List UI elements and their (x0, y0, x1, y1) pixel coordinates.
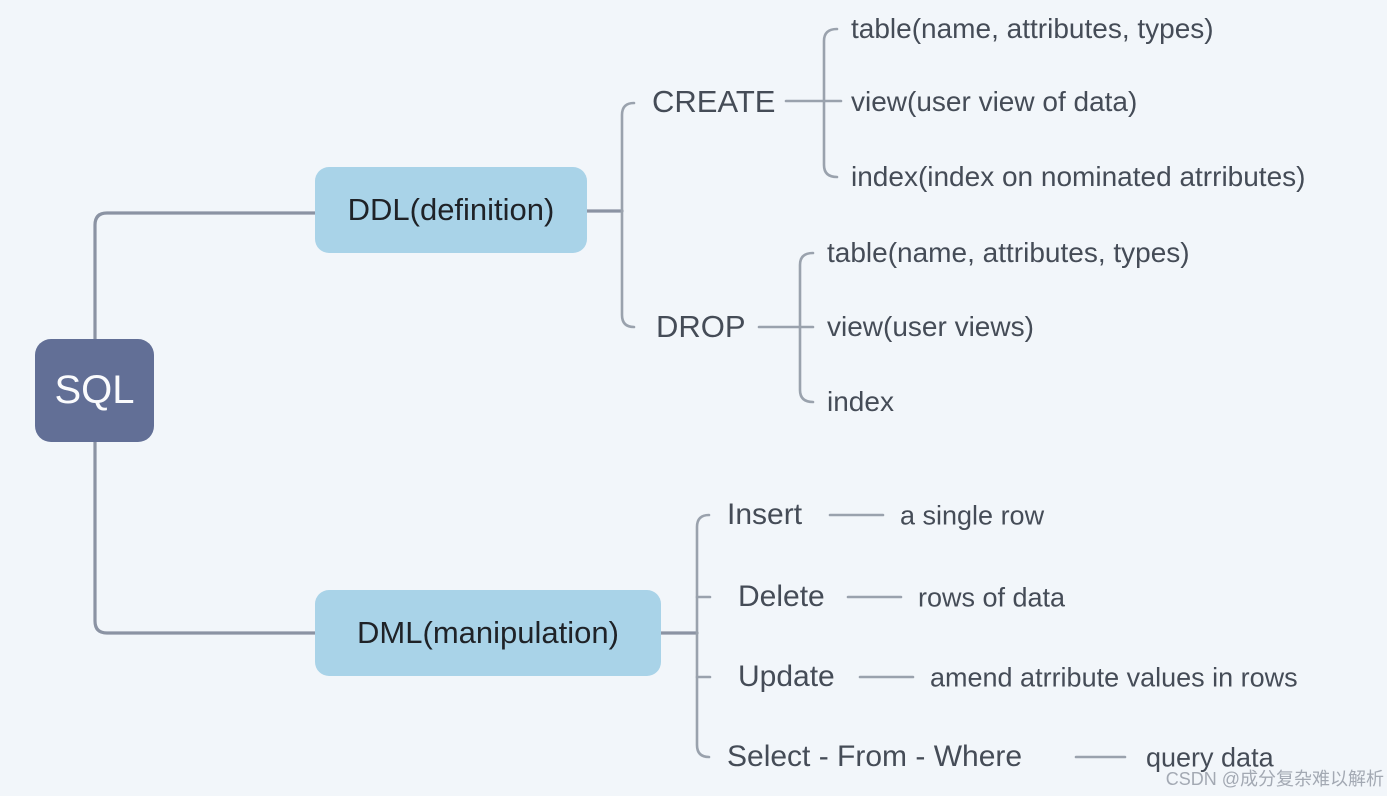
node-sql-label: SQL (54, 368, 135, 412)
node-dml-label: DML(manipulation) (357, 615, 619, 650)
connector-dml-children (695, 513, 711, 759)
node-create-index[interactable]: index(index on nominated atrributes) (851, 161, 1306, 192)
node-ddl-label: DDL(definition) (347, 192, 555, 227)
node-delete-desc[interactable]: rows of data (918, 582, 1066, 613)
node-update[interactable]: Update (738, 660, 835, 693)
connector-sql-ddl (93, 211, 317, 342)
node-ddl[interactable]: DDL(definition) (315, 167, 587, 253)
node-create-table[interactable]: table(name, attributes, types) (851, 13, 1214, 44)
node-dml[interactable]: DML(manipulation) (315, 590, 661, 676)
node-insert-desc[interactable]: a single row (900, 500, 1045, 531)
node-select-from-where[interactable]: Select - From - Where (727, 740, 1023, 773)
node-drop-index[interactable]: index (827, 386, 894, 417)
connector-ddl-children (620, 101, 636, 329)
node-drop-view[interactable]: view(user views) (827, 311, 1034, 342)
node-drop[interactable]: DROP (656, 309, 746, 344)
node-drop-table[interactable]: table(name, attributes, types) (827, 237, 1190, 268)
connector-create-children (822, 27, 839, 179)
watermark: CSDN @成分复杂难以解析 (1165, 769, 1384, 789)
node-select-desc[interactable]: query data (1146, 742, 1274, 773)
node-delete[interactable]: Delete (738, 580, 825, 613)
node-create[interactable]: CREATE (652, 84, 776, 119)
node-update-desc[interactable]: amend atrribute values in rows (930, 662, 1298, 693)
node-create-view[interactable]: view(user view of data) (851, 86, 1138, 117)
node-insert[interactable]: Insert (727, 498, 803, 531)
connector-sql-dml (93, 439, 317, 635)
node-sql[interactable]: SQL (35, 339, 154, 442)
connector-drop-children (798, 251, 815, 404)
